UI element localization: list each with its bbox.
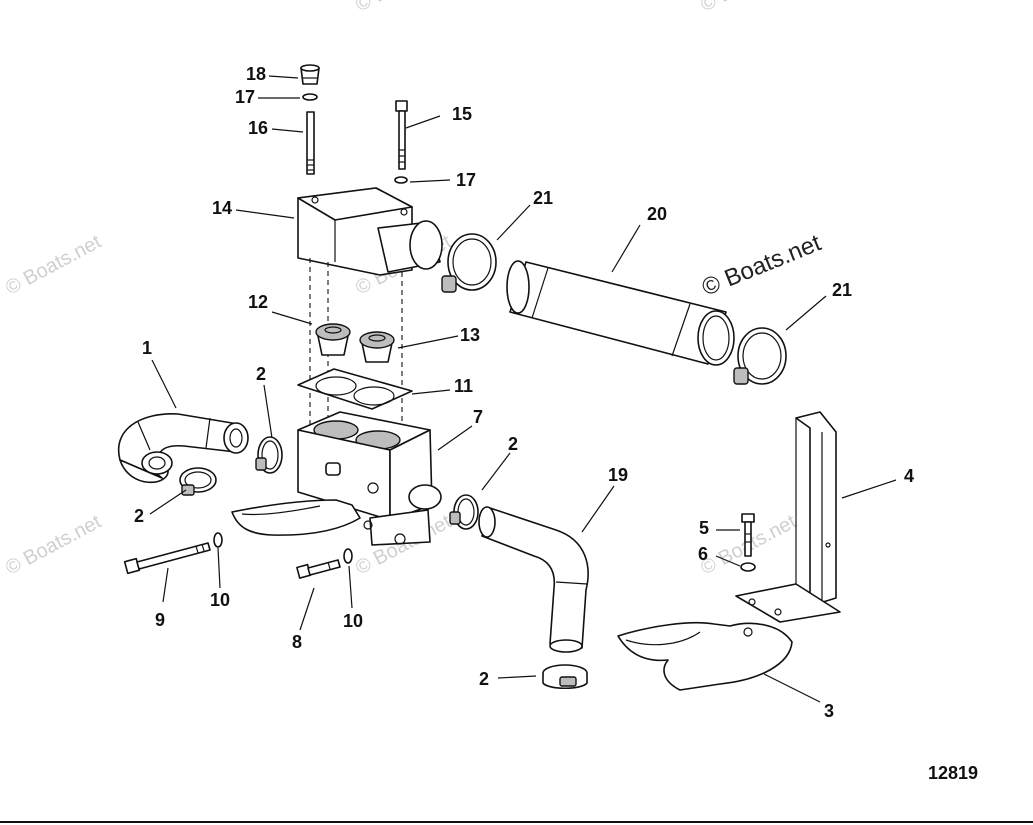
callout-15: 15 xyxy=(452,104,472,124)
callout-20: 20 xyxy=(647,204,667,224)
callout-7: 7 xyxy=(473,407,483,427)
part-17-washer-right xyxy=(394,176,408,184)
watermark-left-lower: © Boats.net xyxy=(2,511,105,580)
part-11-gasket xyxy=(297,368,413,410)
housing-mounting-bracket xyxy=(231,499,361,536)
part-2-hose-clamp-lower-left xyxy=(179,467,217,496)
callout-21-upper: 21 xyxy=(533,188,553,208)
callout-2-right: 2 xyxy=(508,434,518,454)
callout-16: 16 xyxy=(248,118,268,138)
callout-2-left: 2 xyxy=(134,506,144,526)
part-3-lower-bracket xyxy=(617,621,793,691)
callout-17-top: 17 xyxy=(235,87,255,107)
callout-1: 1 xyxy=(142,338,152,358)
part-14-elbow-housing xyxy=(297,187,443,276)
part-5-screw xyxy=(741,513,755,557)
part-2-hose-clamp-upper-left xyxy=(255,436,283,474)
callout-10-right: 10 xyxy=(343,611,363,631)
part-21-clamp-upper xyxy=(441,233,497,293)
part-6-washer xyxy=(740,562,756,572)
part-15-bolt xyxy=(395,100,408,170)
part-16-stud xyxy=(306,111,315,175)
watermark-main: © Boats.net xyxy=(698,229,825,301)
watermark-top-right: © Boats.net xyxy=(697,0,800,16)
callout-5: 5 xyxy=(699,518,709,538)
callout-18: 18 xyxy=(246,64,266,84)
callout-17-right: 17 xyxy=(456,170,476,190)
callout-21-lower: 21 xyxy=(832,280,852,300)
part-7-thermostat-housing xyxy=(297,411,442,546)
callout-3: 3 xyxy=(824,701,834,721)
leader-lines xyxy=(149,75,897,703)
callout-2-bottom: 2 xyxy=(479,669,489,689)
part-10-washer-left xyxy=(213,532,223,548)
part-21-clamp-lower xyxy=(733,327,787,385)
callout-12: 12 xyxy=(248,292,268,312)
part-13-thermostat xyxy=(359,331,395,363)
callout-9: 9 xyxy=(155,610,165,630)
callout-19: 19 xyxy=(608,465,628,485)
part-4-vertical-bracket xyxy=(735,411,841,623)
part-10-washer-right xyxy=(343,548,353,564)
part-19-bent-hose xyxy=(478,506,589,653)
part-20-straight-hose xyxy=(506,260,735,366)
watermark-top-center: © Boats.net xyxy=(352,0,455,16)
callout-14: 14 xyxy=(212,198,232,218)
callout-13: 13 xyxy=(460,325,480,345)
callout-4: 4 xyxy=(904,466,914,486)
part-2-hose-clamp-bottom xyxy=(542,664,588,690)
part-9-bolt xyxy=(123,542,211,575)
drawing-number: 12819 xyxy=(928,763,978,783)
part-1-elbow-hose xyxy=(117,413,249,484)
callout-2-upper: 2 xyxy=(256,364,266,384)
callout-6: 6 xyxy=(698,544,708,564)
callout-8: 8 xyxy=(292,632,302,652)
callout-10-left: 10 xyxy=(210,590,230,610)
callout-numbers: 18 17 16 15 17 14 21 20 21 12 13 11 1 2 … xyxy=(134,64,914,721)
part-18-cap-nut xyxy=(300,64,320,85)
part-2-hose-clamp-right-housing xyxy=(449,494,479,530)
callout-11: 11 xyxy=(454,376,473,396)
part-12-thermostat xyxy=(315,323,351,356)
watermark-left-upper: © Boats.net xyxy=(2,231,105,300)
part-8-bolt xyxy=(296,559,341,579)
part-17-washer-top xyxy=(302,93,318,101)
